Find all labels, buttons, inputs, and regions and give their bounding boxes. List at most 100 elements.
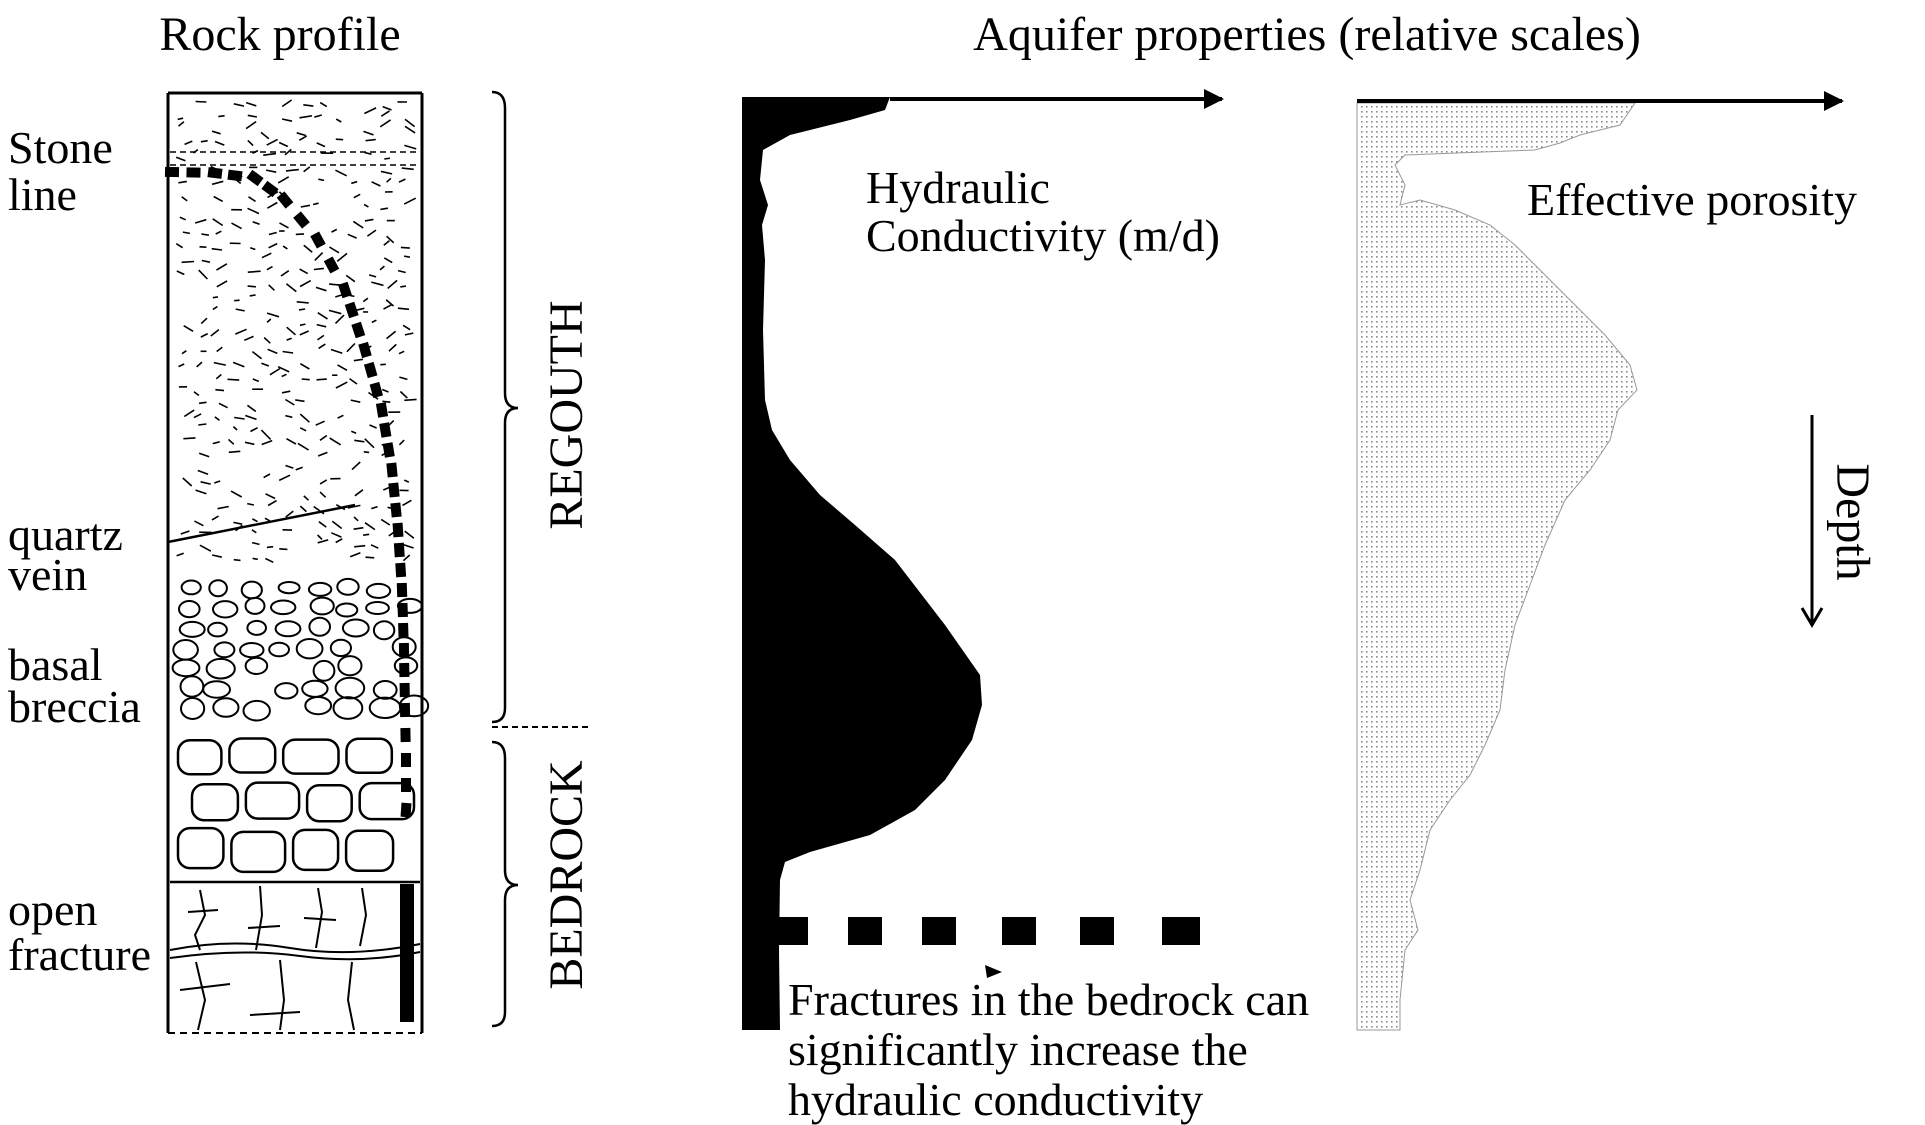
texture-mark [267, 201, 278, 209]
texture-mark [216, 263, 228, 271]
depth-arrow-head-icon [1800, 607, 1824, 628]
label-quartz: quartz [8, 509, 123, 560]
pebble [365, 582, 392, 599]
texture-mark [303, 495, 310, 501]
texture-mark [193, 391, 200, 397]
texture-mark [404, 125, 416, 134]
texture-mark [362, 297, 369, 303]
texture-mark [316, 378, 327, 381]
bedrock-brace [491, 740, 519, 1028]
texture-mark [267, 499, 277, 507]
path-dot [386, 462, 398, 478]
path-dot [363, 361, 378, 379]
texture-mark [402, 554, 411, 562]
texture-mark [279, 548, 288, 551]
texture-mark [330, 532, 342, 538]
regolith-brace [491, 90, 519, 724]
texture-mark [211, 180, 224, 186]
texture-mark [181, 196, 188, 202]
pebble [312, 659, 336, 682]
texture-mark [233, 103, 245, 107]
texture-mark [364, 151, 372, 155]
texture-mark [328, 309, 342, 315]
texture-mark [319, 479, 328, 485]
texture-mark [369, 424, 377, 429]
texture-mark [183, 437, 196, 440]
texture-mark [260, 131, 270, 140]
regolith-label: REGOUTH [540, 300, 593, 529]
texture-mark [404, 332, 414, 336]
path-dot [379, 422, 392, 438]
texture-mark [243, 335, 254, 342]
texture-mark [401, 167, 414, 171]
texture-mark [366, 229, 377, 237]
texture-mark [402, 324, 411, 331]
texture-mark [282, 350, 294, 354]
texture-mark [299, 268, 309, 275]
texture-mark [263, 337, 271, 344]
texture-mark [252, 557, 258, 561]
texture-mark [278, 141, 289, 148]
texture-mark [285, 510, 294, 518]
texture-mark [251, 350, 263, 360]
fracture-zone [169, 880, 421, 1031]
texture-mark [352, 220, 364, 229]
bedrock-block [230, 830, 287, 874]
texture-mark [211, 130, 221, 135]
texture-mark [264, 517, 271, 522]
texture-mark [266, 138, 278, 146]
texture-mark [284, 398, 295, 406]
texture-mark [245, 101, 257, 107]
texture-mark [216, 280, 228, 288]
texture-mark [261, 252, 272, 259]
pebble [307, 581, 333, 597]
path-dot [400, 802, 412, 818]
texture-mark [402, 499, 412, 507]
texture-mark [397, 307, 410, 311]
porosity-label: Effective porosity [1527, 174, 1857, 225]
texture-mark [247, 285, 256, 288]
pebble [178, 620, 206, 638]
label-line: line [8, 169, 77, 220]
texture-mark [353, 358, 364, 362]
texture-mark [251, 541, 260, 546]
pebble [372, 620, 396, 641]
texture-mark [362, 533, 370, 536]
path-dot [344, 301, 359, 319]
texture-mark [178, 363, 185, 368]
bedrock-block [291, 828, 340, 872]
texture-mark [201, 233, 210, 236]
texture-mark [398, 178, 406, 183]
path-dot [261, 180, 279, 198]
texture-mark [212, 218, 224, 227]
path-dot [399, 682, 410, 698]
path-dot [227, 169, 243, 182]
texture-mark [281, 99, 293, 108]
pebble [368, 696, 402, 719]
pebble [180, 579, 202, 596]
texture-mark [232, 361, 245, 368]
texture-mark [380, 170, 393, 175]
texture-mark [319, 101, 328, 108]
texture-mark [313, 267, 324, 271]
path-dot [246, 169, 264, 187]
path-dot [401, 753, 411, 767]
pebble [212, 600, 239, 619]
texture-mark [388, 343, 397, 352]
texture-mark [184, 140, 193, 146]
texture-mark [198, 401, 207, 405]
path-dot [338, 281, 352, 299]
pebble [244, 656, 269, 676]
path-dot [164, 166, 180, 178]
texture-mark [400, 285, 407, 288]
texture-mark [299, 279, 312, 288]
texture-mark [371, 281, 384, 287]
pebble [277, 581, 301, 595]
texture-mark [286, 337, 292, 341]
texture-mark [365, 556, 375, 559]
texture-mark [314, 252, 324, 261]
pebble [309, 596, 335, 616]
pebble [365, 601, 390, 615]
texture-mark [397, 269, 406, 274]
texture-mark [268, 231, 277, 236]
